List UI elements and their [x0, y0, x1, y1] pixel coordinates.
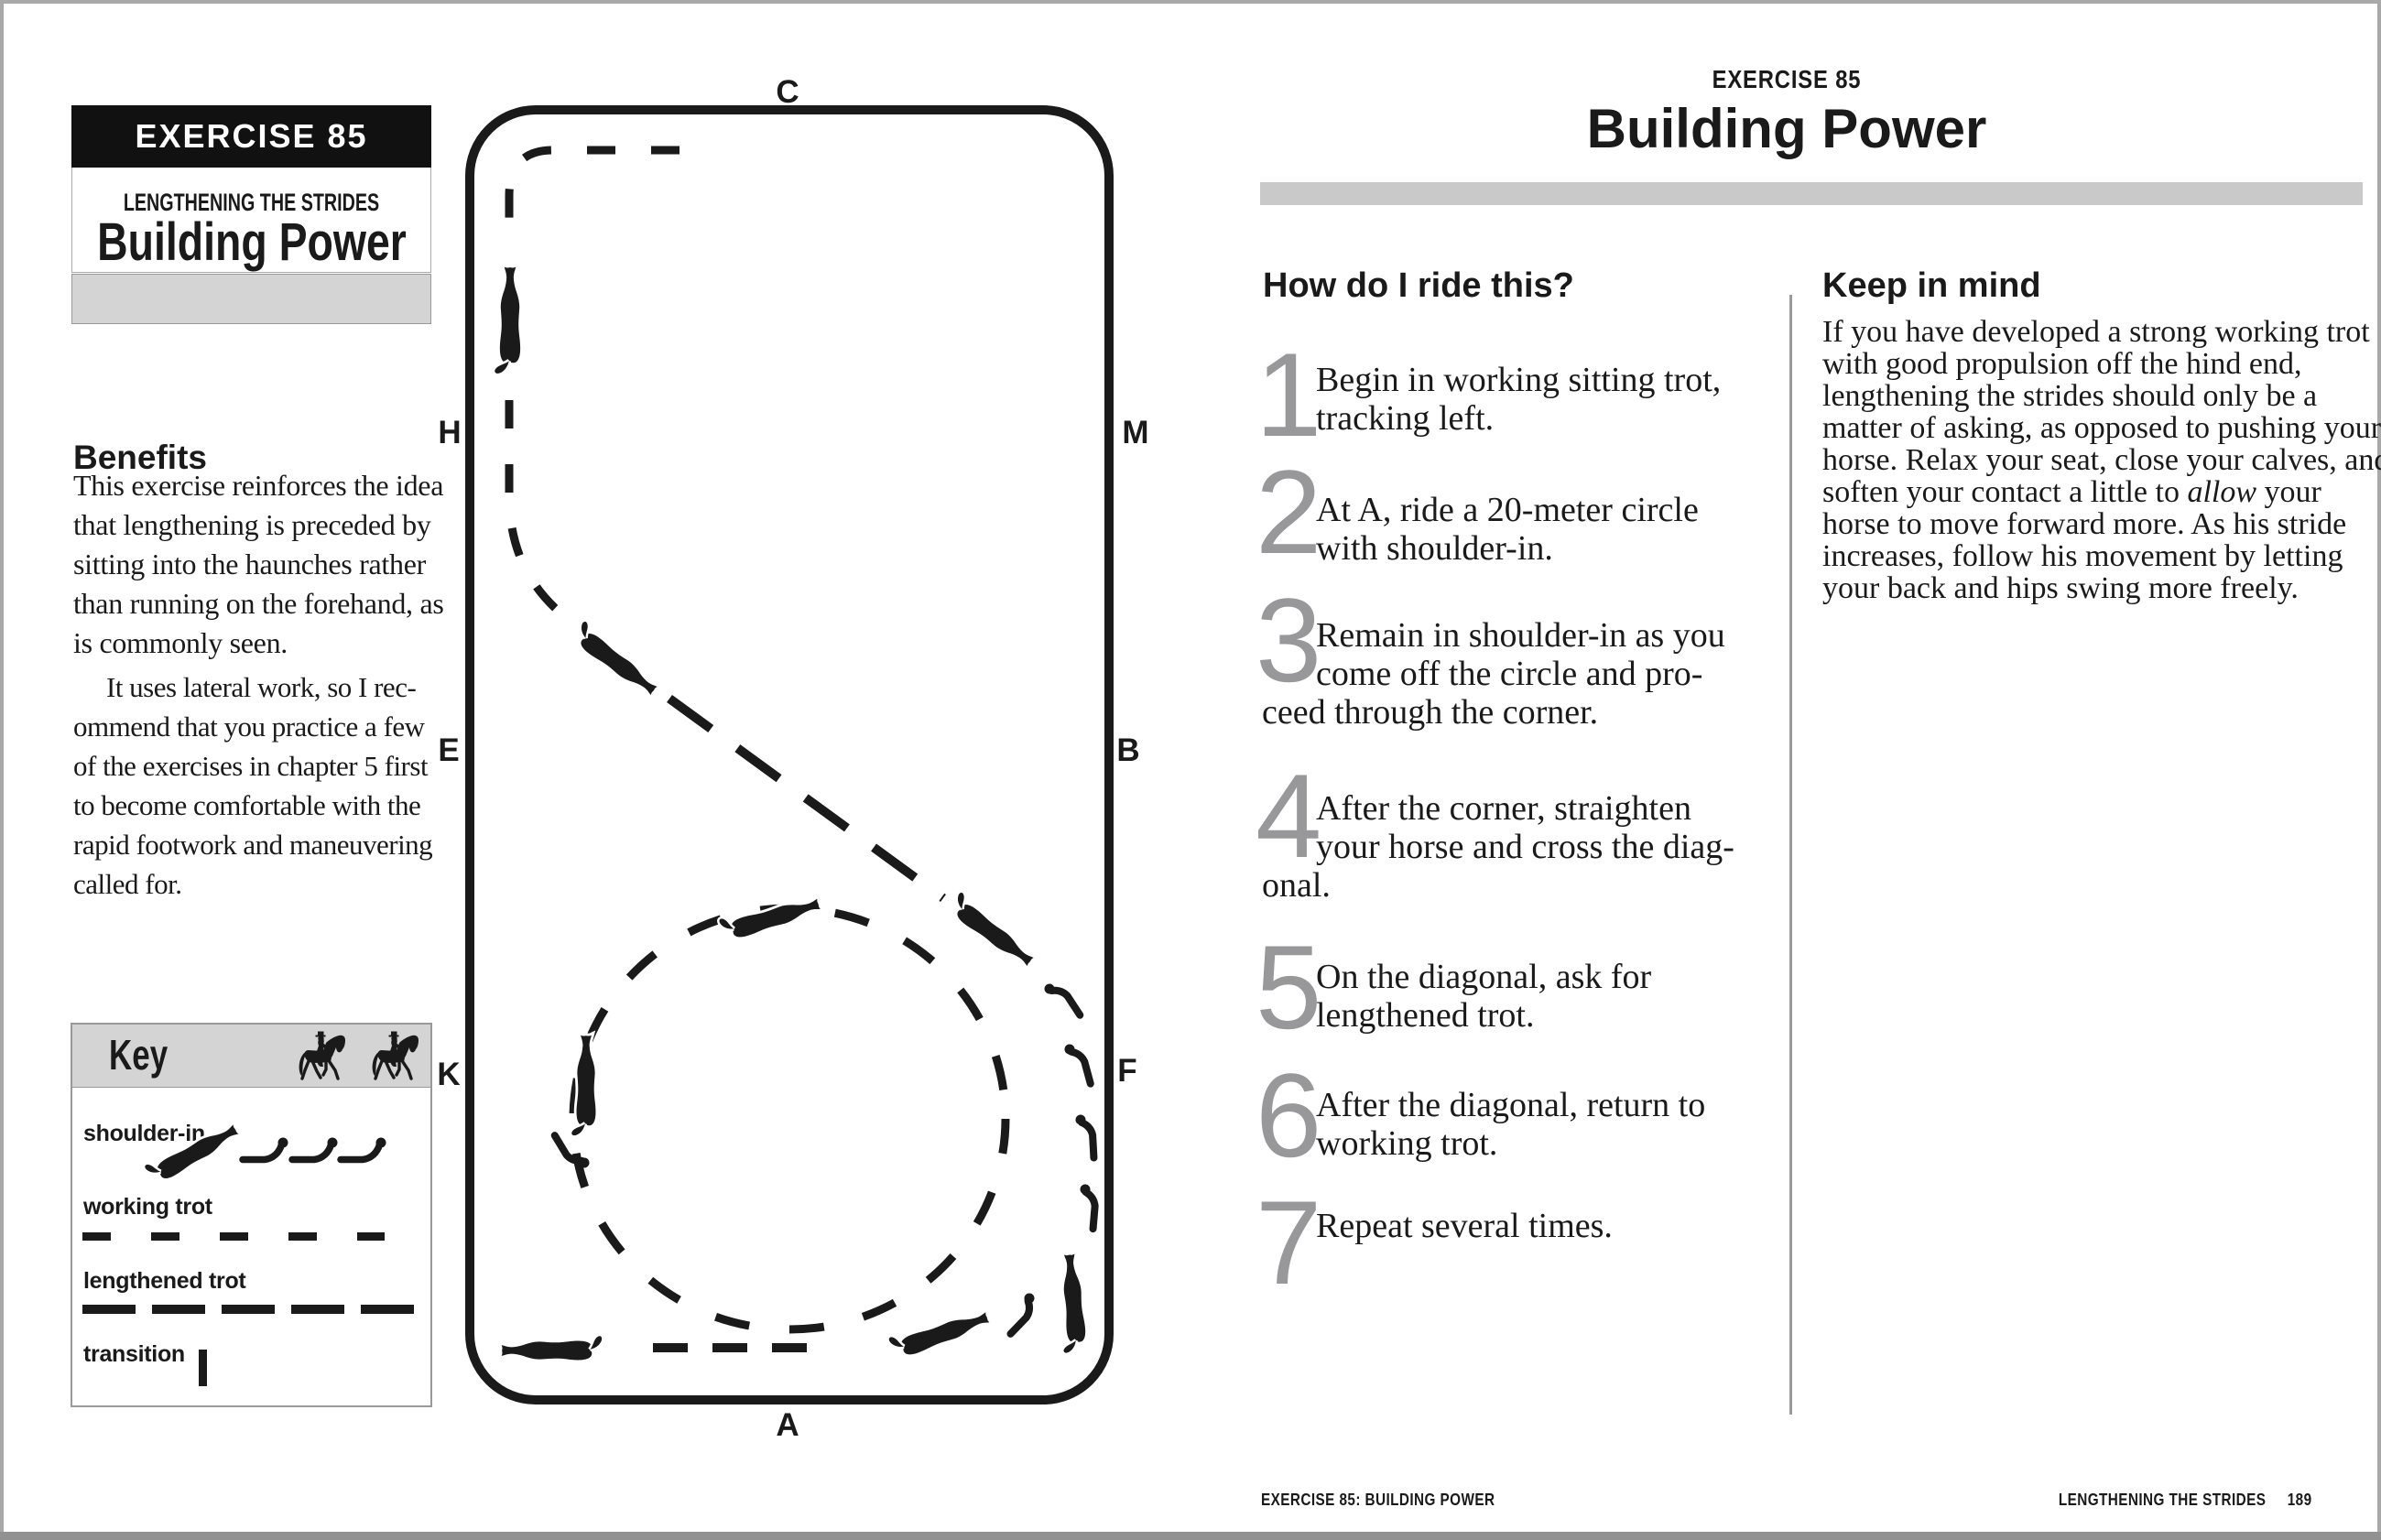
- svg-text:C: C: [776, 74, 799, 110]
- svg-text:E: E: [438, 732, 459, 768]
- svg-text:A: A: [776, 1407, 799, 1443]
- svg-text:M: M: [1122, 415, 1148, 450]
- svg-text:K: K: [437, 1057, 460, 1092]
- svg-text:B: B: [1116, 732, 1139, 768]
- svg-text:H: H: [438, 415, 461, 450]
- svg-text:F: F: [1117, 1053, 1136, 1089]
